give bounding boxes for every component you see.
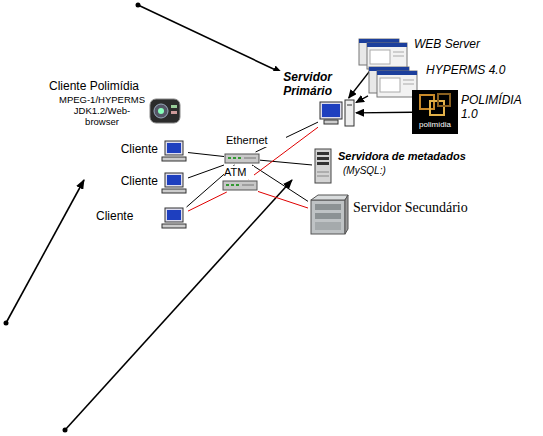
- device-icon: [160, 140, 188, 162]
- device-icon: [318, 98, 356, 128]
- node-label: Cliente Polimídia: [38, 80, 150, 94]
- network-link: [188, 192, 227, 211]
- node-label: Ethernet: [226, 134, 286, 147]
- device-icon: [358, 38, 408, 70]
- network-link: [356, 112, 412, 114]
- metadata-server: Servidora de metadados(MySQL:): [312, 148, 334, 184]
- node-label: POLIMÍDIA 1.0: [461, 94, 539, 122]
- node-label: MPEG-1/HYPERMS JDK1.2/Web-browser: [58, 95, 146, 128]
- node-label: Servidor Primário: [268, 71, 332, 99]
- network-link: [349, 70, 371, 98]
- node-label: HYPERMS 4.0: [426, 64, 526, 78]
- device-icon: [312, 148, 334, 184]
- device-icon: [160, 172, 188, 194]
- network-link: [188, 165, 224, 178]
- pointer-line: [65, 180, 292, 430]
- device-icon: [148, 96, 182, 126]
- node-label: ATM: [224, 166, 254, 179]
- node-label: WEB Server: [414, 38, 494, 52]
- secondary-server: Servidor Secundário: [308, 194, 350, 236]
- node-label: polimídia: [413, 120, 457, 129]
- pointer-line: [6, 180, 84, 323]
- client-pc: Cliente: [160, 140, 188, 162]
- pointer-dot: [4, 321, 9, 326]
- primary-server: Servidor Primário: [318, 98, 356, 128]
- node-label: Cliente: [96, 210, 138, 224]
- hyperms: HYPERMS 4.0: [368, 66, 418, 98]
- atm-switch: ATM: [222, 179, 258, 192]
- node-label: Servidor Secundário: [353, 200, 503, 216]
- device-icon: [308, 194, 350, 236]
- polimidia-logo: POLIMÍDIA 1.0polimídia: [412, 90, 458, 134]
- device-icon: [160, 207, 188, 229]
- client-pc: Cliente: [160, 207, 188, 229]
- multimedia-client: Cliente PolimídiaMPEG-1/HYPERMS JDK1.2/W…: [148, 96, 182, 126]
- network-link: [258, 191, 308, 208]
- node-label: Cliente: [118, 175, 158, 189]
- device-icon: [222, 179, 258, 192]
- node-label: (MySQL:): [343, 165, 403, 177]
- device-icon: [224, 152, 260, 165]
- network-link: [188, 153, 224, 157]
- pointer-line: [138, 5, 282, 73]
- ethernet-switch: Ethernet: [224, 152, 260, 165]
- web-server: WEB Server: [358, 38, 408, 70]
- node-label: Servidora de metadados: [338, 150, 488, 163]
- pointer-dot: [63, 428, 68, 433]
- device-icon: [368, 66, 418, 98]
- node-label: Cliente: [118, 143, 158, 157]
- client-pc: Cliente: [160, 172, 188, 194]
- pointer-dot: [136, 3, 141, 8]
- network-link: [356, 96, 368, 103]
